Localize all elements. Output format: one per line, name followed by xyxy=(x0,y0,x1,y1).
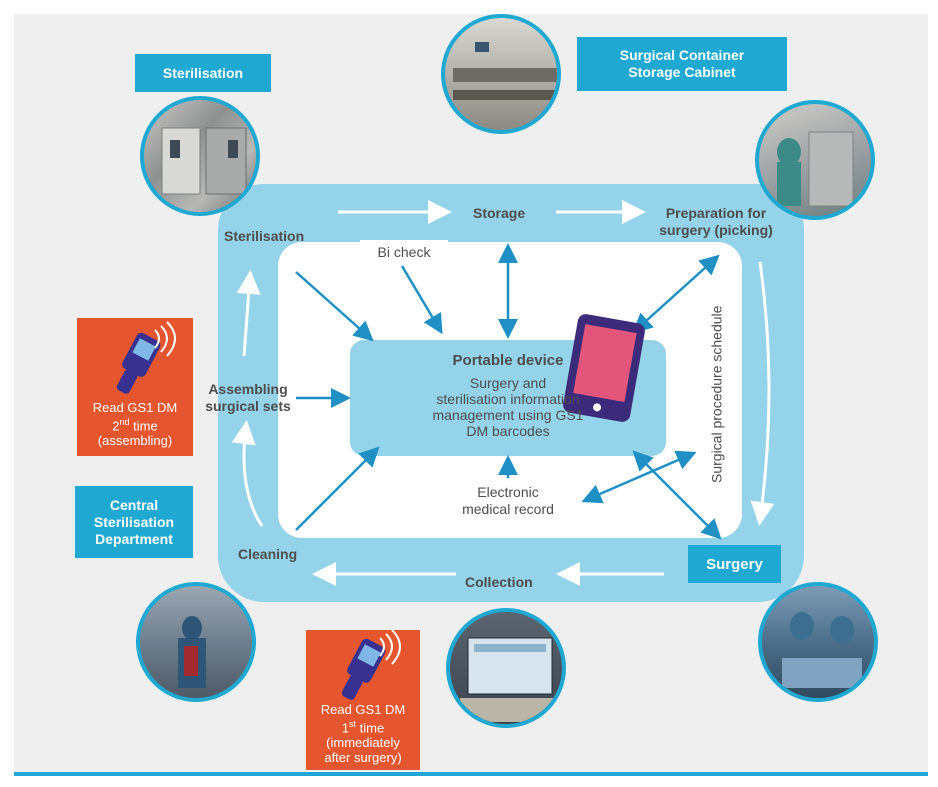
bi-check-box: Bi check xyxy=(360,240,448,264)
barcode-scanner-icon xyxy=(341,629,401,700)
scan-first-line1: Read GS1 DM xyxy=(320,702,406,717)
csd-tag-line3: Department xyxy=(95,530,173,547)
core-body: Surgery and sterilisation information ma… xyxy=(390,375,626,439)
scan-first-sup: st xyxy=(349,719,357,729)
surgery-tag-label: Surgery xyxy=(706,555,763,573)
csd-photo-art xyxy=(178,616,206,688)
scan-second-line1: Read GS1 DM xyxy=(92,400,178,415)
picking-photo-art xyxy=(777,131,854,207)
sterilisation-photo xyxy=(140,96,260,216)
emr-line1: Electronic xyxy=(477,484,539,500)
scan-first-line3: (immediately xyxy=(326,735,400,751)
scan-second-line3: (assembling) xyxy=(97,433,173,449)
storage-cabinet-photo xyxy=(441,14,561,134)
emr-box: Electronic medical record xyxy=(438,480,578,528)
schedule-label: Surgical procedure schedule xyxy=(708,305,725,483)
step-preparation-line1: Preparation for xyxy=(665,205,767,221)
surgery-tag: Surgery xyxy=(688,545,781,583)
csd-tag: Central Sterilisation Department xyxy=(75,486,193,558)
scan-second-box: Read GS1 DM 2nd time (assembling) xyxy=(77,318,193,456)
csd-photo xyxy=(136,582,256,702)
emr-line2: medical record xyxy=(462,501,554,517)
step-preparation: Preparation for surgery (picking) xyxy=(646,205,786,239)
storage-cabinet-tag-line2: Storage Cabinet xyxy=(628,64,736,80)
arrow-icon xyxy=(632,254,720,334)
sterilisation-tag: Sterilisation xyxy=(135,54,271,92)
arrow-icon xyxy=(231,420,264,527)
csd-tag-line1: Central xyxy=(109,496,159,513)
arrow-icon xyxy=(236,270,261,357)
core-title: Portable device xyxy=(452,352,564,369)
arrow-icon xyxy=(295,446,380,531)
core-body-line3: management using GS1 xyxy=(432,407,584,423)
barcode-scanner-icon xyxy=(116,321,176,394)
scan-first-rest: time xyxy=(356,720,385,736)
schedule-box xyxy=(696,296,738,492)
step-storage: Storage xyxy=(473,205,526,221)
scan-first-line2: 1st time xyxy=(306,717,420,735)
core-body-line2: sterilisation information xyxy=(436,391,580,407)
arrow-icon xyxy=(295,271,374,342)
sterilisation-photo-art xyxy=(161,127,247,195)
scan-first-text: Read GS1 DM 1st time (immediately after … xyxy=(306,702,420,765)
scan-second-ordinal: 2 xyxy=(112,418,120,434)
step-assembling-line1: Assembling xyxy=(208,381,288,397)
step-collection: Collection xyxy=(465,574,533,590)
arrow-icon xyxy=(750,261,775,526)
picking-photo xyxy=(755,100,875,220)
step-assembling: Assembling surgical sets xyxy=(196,381,300,415)
arrow-icon xyxy=(581,450,697,504)
scan-first-box: Read GS1 DM 1st time (immediately after … xyxy=(306,629,420,770)
step-assembling-line2: surgical sets xyxy=(205,398,291,414)
csd-tag-line2: Sterilisation xyxy=(93,513,175,530)
storage-cabinet-photo-art xyxy=(453,42,557,100)
core-body-line4: DM barcodes xyxy=(466,423,550,439)
collection-photo-art xyxy=(460,637,560,722)
scan-first-line4: after surgery) xyxy=(324,750,402,766)
scan-second-rest: time xyxy=(129,418,158,434)
storage-cabinet-tag-line1: Surgical Container xyxy=(619,47,745,63)
surgery-photo xyxy=(758,582,878,702)
scan-second-text: Read GS1 DM 2nd time (assembling) xyxy=(77,400,193,448)
step-cleaning: Cleaning xyxy=(238,546,298,562)
sterilisation-tag-label: Sterilisation xyxy=(162,64,244,81)
step-sterilisation: Sterilisation xyxy=(224,228,305,244)
storage-cabinet-tag: Surgical Container Storage Cabinet xyxy=(577,37,787,91)
arrow-icon xyxy=(400,265,443,335)
collection-photo xyxy=(446,608,566,728)
scan-second-line2: 2nd time xyxy=(77,415,193,433)
surgery-photo-art xyxy=(782,612,862,688)
core-body-line1: Surgery and xyxy=(469,375,547,391)
scan-second-sup: nd xyxy=(119,417,130,427)
step-preparation-line2: surgery (picking) xyxy=(659,222,773,238)
bottom-rule xyxy=(14,772,928,776)
scan-first-ordinal: 1 xyxy=(341,720,350,736)
